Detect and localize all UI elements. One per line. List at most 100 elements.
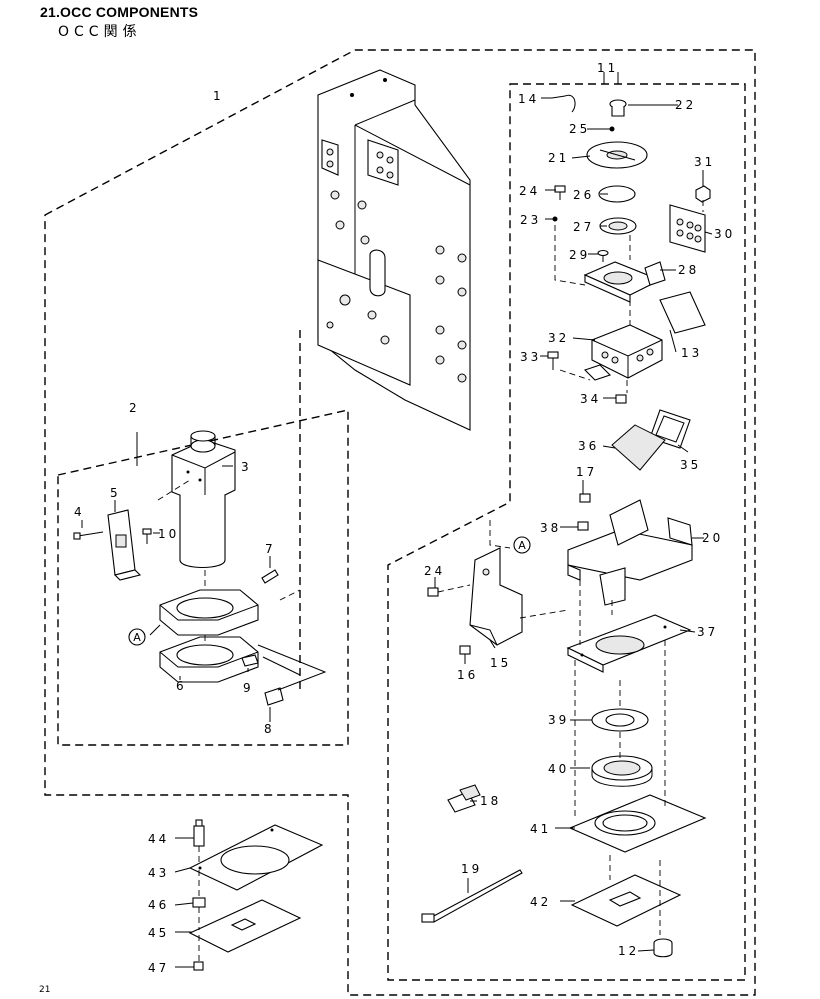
callout-1: 1 bbox=[213, 89, 224, 103]
plate-part-30 bbox=[669, 204, 706, 253]
callout-2: 2 bbox=[129, 401, 140, 415]
connector-marker-right: A bbox=[513, 536, 531, 554]
callout-26: 26 bbox=[573, 188, 594, 202]
callout-7: 7 bbox=[265, 542, 276, 556]
callout-11: 11 bbox=[597, 61, 618, 75]
screw-part-34 bbox=[615, 394, 627, 404]
label-part-13 bbox=[659, 291, 706, 334]
group-boundary-1 bbox=[44, 49, 756, 996]
callout-17: 17 bbox=[576, 465, 597, 479]
callout-21: 21 bbox=[548, 151, 569, 165]
assembly-lines-lower bbox=[437, 520, 666, 935]
main-frame-part-1 bbox=[317, 69, 471, 431]
callout-5: 5 bbox=[110, 486, 121, 500]
assembly-lines-group-11 bbox=[554, 200, 704, 393]
callout-32: 32 bbox=[548, 331, 569, 345]
screw-part-24-upper bbox=[554, 185, 566, 200]
callout-25: 25 bbox=[569, 122, 590, 136]
page-title: 21.OCC COMPONENTS bbox=[40, 4, 199, 20]
plate-part-41 bbox=[568, 794, 707, 853]
ring-part-40 bbox=[591, 755, 653, 787]
callout-40: 40 bbox=[548, 762, 569, 776]
page-subtitle: OCC関係 bbox=[58, 24, 142, 40]
callout-12: 12 bbox=[618, 944, 639, 958]
callout-13: 13 bbox=[681, 346, 702, 360]
callout-30: 30 bbox=[714, 227, 735, 241]
callout-18: 18 bbox=[480, 794, 501, 808]
screw-part-4 bbox=[73, 531, 104, 540]
cable-tie-part-19 bbox=[421, 869, 523, 923]
plate-part-42 bbox=[570, 874, 682, 927]
screw-part-16 bbox=[459, 645, 471, 655]
group-boundary-11 bbox=[387, 83, 746, 981]
callout-41: 41 bbox=[530, 822, 551, 836]
callout-19: 19 bbox=[461, 862, 482, 876]
callout-33: 33 bbox=[520, 350, 541, 364]
washer-part-25 bbox=[609, 126, 615, 132]
callout-42: 42 bbox=[530, 895, 551, 909]
group-boundary-2 bbox=[57, 409, 349, 746]
bracket-part-5 bbox=[107, 509, 142, 581]
callout-38: 38 bbox=[540, 521, 561, 535]
spring-part-14 bbox=[551, 94, 576, 113]
bracket-part-20 bbox=[567, 499, 693, 606]
screw-part-33 bbox=[547, 351, 559, 370]
callout-labels: 1 2 3 4 5 6 7 8 9 10 11 12 13 14 15 16 1… bbox=[74, 61, 735, 975]
callout-16: 16 bbox=[457, 668, 478, 682]
callout-3: 3 bbox=[241, 460, 252, 474]
pin-part-7 bbox=[261, 569, 279, 584]
svg-text:A: A bbox=[133, 631, 141, 644]
page-number: 21 bbox=[39, 985, 51, 995]
callout-24-upper: 24 bbox=[519, 184, 540, 198]
clip-part-18 bbox=[447, 784, 481, 813]
callout-22: 22 bbox=[675, 98, 696, 112]
callout-23: 23 bbox=[520, 213, 541, 227]
callout-20: 20 bbox=[702, 531, 723, 545]
washer-part-23 bbox=[552, 216, 558, 222]
screw-part-17 bbox=[579, 493, 591, 503]
plate-part-43 bbox=[188, 824, 324, 891]
leader-lines-right bbox=[174, 72, 713, 968]
clamp-upper bbox=[159, 589, 259, 636]
callout-31: 31 bbox=[694, 155, 715, 169]
disk-part-21 bbox=[586, 141, 648, 169]
callout-14: 14 bbox=[518, 92, 539, 106]
callout-34: 34 bbox=[580, 392, 601, 406]
callout-46: 46 bbox=[148, 898, 169, 912]
callout-24-lower: 24 bbox=[424, 564, 445, 578]
connector-marker-left: A bbox=[128, 628, 146, 646]
washer-part-26 bbox=[598, 185, 636, 203]
screw-part-29 bbox=[597, 249, 609, 262]
nut-part-46 bbox=[192, 897, 206, 908]
callout-9: 9 bbox=[243, 681, 254, 695]
block-part-32 bbox=[583, 324, 663, 381]
plate-part-37 bbox=[566, 614, 692, 673]
nut-part-31 bbox=[695, 185, 711, 203]
sensor-unit-part-3 bbox=[171, 430, 236, 568]
callout-45: 45 bbox=[148, 926, 169, 940]
spacer-part-44 bbox=[193, 819, 205, 847]
screw-part-8 bbox=[264, 687, 284, 706]
callout-47: 47 bbox=[148, 961, 169, 975]
callout-44: 44 bbox=[148, 832, 169, 846]
callout-10: 10 bbox=[158, 527, 179, 541]
screw-part-22 bbox=[609, 99, 627, 117]
callout-36: 36 bbox=[578, 439, 599, 453]
screw-part-47 bbox=[193, 961, 204, 971]
callout-4: 4 bbox=[74, 505, 85, 519]
leader-lines-group-2 bbox=[81, 432, 327, 722]
sheet-part-36 bbox=[611, 424, 666, 471]
callout-6: 6 bbox=[176, 679, 187, 693]
callout-15: 15 bbox=[490, 656, 511, 670]
bracket-part-28 bbox=[583, 261, 666, 303]
callout-27: 27 bbox=[573, 220, 594, 234]
plate-part-45 bbox=[188, 899, 302, 953]
bracket-part-15 bbox=[469, 547, 523, 646]
callout-43: 43 bbox=[148, 866, 169, 880]
ring-part-39 bbox=[591, 708, 649, 732]
callout-28: 28 bbox=[678, 263, 699, 277]
callout-8: 8 bbox=[264, 722, 275, 736]
callout-35: 35 bbox=[680, 458, 701, 472]
callout-37: 37 bbox=[697, 625, 718, 639]
